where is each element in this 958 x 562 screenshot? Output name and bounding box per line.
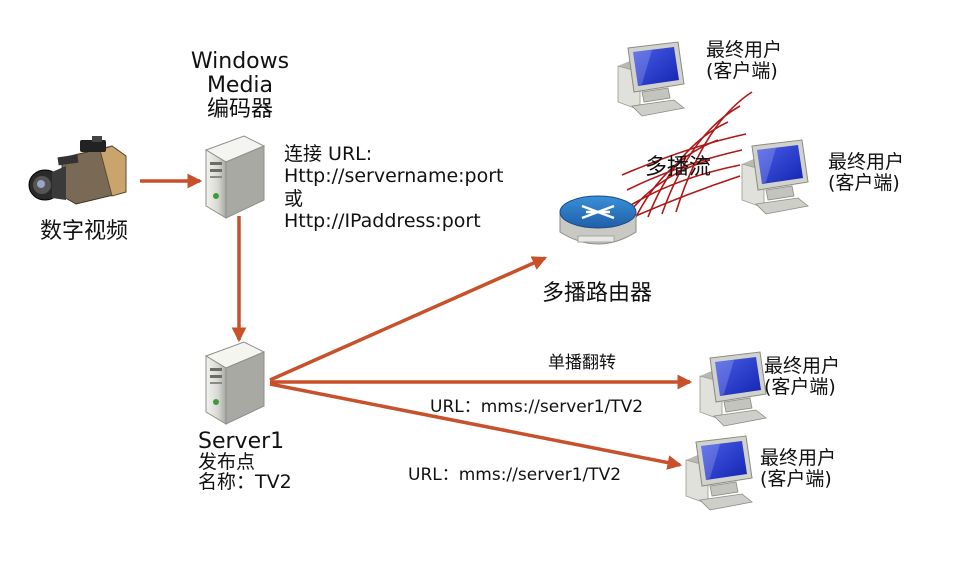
server1-label-line2: 发布点: [198, 451, 256, 474]
multicast-label: 多播流: [645, 155, 712, 180]
connect-url-line2: Http://servername:port: [284, 165, 504, 188]
server-to-client4-arrow: [269, 382, 683, 470]
encoder-label-line1: Windows: [190, 49, 290, 74]
router-label: 多播路由器: [542, 281, 653, 306]
connect-url-line4: Http://IPaddress:port: [284, 210, 481, 233]
client-2-pc-icon: [741, 139, 809, 215]
client-3-label: 最终用户 (客户端): [764, 356, 840, 398]
client-3-label-line1: 最终用户: [764, 355, 841, 377]
server1-label: Server1 发布点 名称：TV2: [198, 430, 292, 493]
server1-label-line3: 名称：TV2: [198, 471, 292, 494]
client-3-label-line2: (客户端): [764, 375, 836, 398]
client-2-label-line1: 最终用户: [828, 151, 905, 173]
connect-url-line1: 连接 URL:: [284, 143, 373, 165]
server1-icon: [205, 341, 265, 425]
client-4-label-line1: 最终用户: [760, 447, 837, 469]
encoder-label-line3: 编码器: [206, 97, 273, 123]
router-icon: [559, 195, 637, 245]
client-4-pc-icon: [685, 435, 753, 511]
client-2-label: 最终用户 (客户端): [828, 152, 904, 194]
client-1-label-line2: (客户端): [706, 59, 778, 82]
client-4-label-line2: (客户端): [760, 467, 832, 490]
client-4-label: 最终用户 (客户端): [760, 448, 836, 490]
url-upper-label: URL：mms://server1/TV2: [430, 397, 644, 417]
client-2-label-line2: (客户端): [828, 171, 900, 194]
server-to-router-arrow: [269, 256, 548, 382]
url-lower-label: URL：mms://server1/TV2: [408, 465, 622, 485]
encoder-label: Windows Media 编码器: [170, 49, 310, 123]
server1-label-line1: Server1: [198, 429, 285, 454]
client-1-label: 最终用户 (客户端): [706, 40, 782, 82]
encoder-server-icon: [205, 135, 265, 219]
connect-url-label: 连接 URL: Http://servername:port 或 Http://…: [284, 143, 504, 233]
client-3-pc-icon: [699, 351, 767, 427]
video-camera-icon: [28, 136, 127, 205]
connect-url-line3: 或: [284, 187, 304, 210]
unicast-label: 单播翻转: [548, 353, 616, 373]
client-1-pc-icon: [617, 41, 685, 117]
client-1-label-line1: 最终用户: [706, 39, 783, 61]
camera-label: 数字视频: [40, 219, 129, 244]
encoder-label-line2: Media: [206, 73, 274, 99]
